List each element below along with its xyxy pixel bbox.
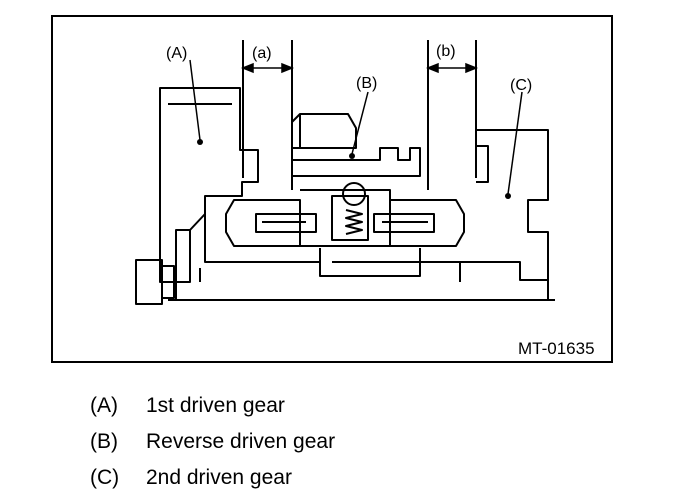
legend-item-b: (B) Reverse driven gear <box>90 424 335 460</box>
gear-a-housing <box>159 87 259 283</box>
callout-label-c: (C) <box>510 77 532 94</box>
callout-leaders <box>189 59 523 195</box>
legend-text: 2nd driven gear <box>146 466 292 489</box>
legend-key: (C) <box>90 466 120 489</box>
figure-code: MT-01635 <box>518 339 595 358</box>
shaft-b <box>427 40 477 190</box>
left-stud <box>135 259 163 305</box>
legend-key: (A) <box>90 394 118 417</box>
legend-key: (B) <box>90 430 118 453</box>
dimension-label-b: (b) <box>436 43 456 60</box>
gear-cross-section-diagram: (A) (B) (C) (a) (b) MT-01635 <box>51 15 613 363</box>
shaft-a <box>242 40 293 190</box>
synchronizer-left <box>225 199 301 247</box>
legend: (A) 1st driven gear (B) Reverse driven g… <box>90 388 335 496</box>
legend-item-c: (C) 2nd driven gear <box>90 460 335 496</box>
dimension-label-a: (a) <box>252 45 272 62</box>
legend-text: Reverse driven gear <box>146 430 336 453</box>
figure-frame <box>51 15 613 363</box>
legend-text: 1st driven gear <box>146 394 285 417</box>
gear-b-body <box>291 113 357 149</box>
legend-item-a: (A) 1st driven gear <box>90 388 335 424</box>
callout-label-a: (A) <box>166 45 187 62</box>
callout-label-b: (B) <box>356 75 377 92</box>
dimension-arrows <box>240 62 479 74</box>
callout-points <box>197 139 511 199</box>
mechanical-drawing <box>135 40 555 305</box>
detent-ball <box>342 182 366 206</box>
detent-spring <box>345 209 363 235</box>
lower-shaft <box>319 248 421 277</box>
gear-c-housing <box>400 129 549 281</box>
hub <box>331 195 369 241</box>
